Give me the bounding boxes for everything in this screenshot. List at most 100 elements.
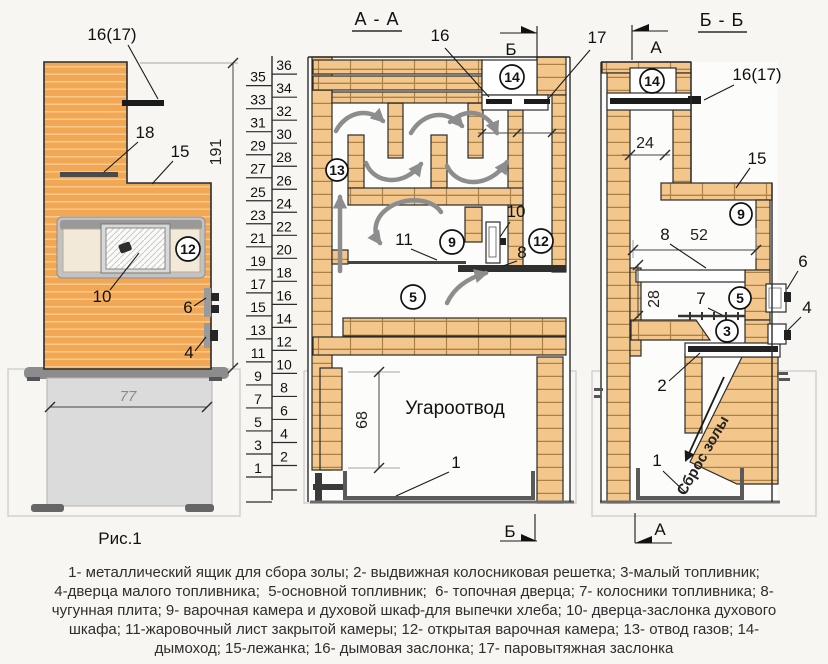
ash-chute-arrow xyxy=(684,376,725,462)
hearth-course xyxy=(312,336,567,356)
badge-label: 9 xyxy=(448,234,456,250)
left-wall xyxy=(606,72,631,504)
callout-17: 17 xyxy=(588,28,607,47)
support-bracket xyxy=(313,484,347,490)
callout-damper: 16(17) xyxy=(732,65,781,84)
ceiling-course xyxy=(312,59,483,75)
course-number: 3 xyxy=(254,437,262,453)
callout-15: 15 xyxy=(171,142,190,161)
chamber-ceiling xyxy=(347,187,524,206)
badge-cook-chamber xyxy=(729,202,753,226)
dim-tick xyxy=(627,244,639,256)
anchor-mark xyxy=(27,377,40,381)
flow-arrow xyxy=(444,269,489,306)
right-wall xyxy=(744,319,771,347)
dim-tick xyxy=(373,366,385,378)
section-mark-arrow xyxy=(521,26,537,33)
small-fire-door xyxy=(767,323,787,345)
anchor-mark xyxy=(209,377,222,381)
badge-label: 5 xyxy=(736,290,744,306)
section-mark-b: Б xyxy=(504,522,515,541)
leader-line xyxy=(707,307,723,316)
leader-line xyxy=(499,221,511,238)
firebox-door-knob xyxy=(211,305,219,313)
course-number: 32 xyxy=(276,103,292,119)
dim-tick xyxy=(44,401,56,413)
fume-outlet-label: Угароотвод xyxy=(405,398,504,419)
badge-label: 14 xyxy=(644,73,660,89)
callout-2: 2 xyxy=(657,376,666,395)
callout-7: 7 xyxy=(696,289,705,308)
leader-line xyxy=(194,336,207,352)
callout-8: 8 xyxy=(660,225,669,244)
dim-tick xyxy=(512,128,522,138)
dim-firebox-height: 28 xyxy=(646,290,663,308)
course-number: 20 xyxy=(276,241,292,257)
course-number: 14 xyxy=(276,310,292,326)
course-number: 16 xyxy=(276,287,292,303)
callout-18: 18 xyxy=(136,123,155,142)
section-bb-title: Б - Б xyxy=(700,10,745,30)
leader-line xyxy=(703,84,735,101)
ash-box xyxy=(343,471,535,500)
callout-8: 8 xyxy=(517,243,526,262)
dim-tick xyxy=(227,362,239,374)
badge-open-chamber xyxy=(175,236,201,262)
support-bracket xyxy=(315,473,322,501)
section-bb: 24 52 28 Сброс золы 14 9 5 3 16(17) 15 8… xyxy=(594,10,812,544)
legend-line: чугунная плита; 9- варочная камера и дух… xyxy=(51,602,777,619)
pier-right xyxy=(536,356,564,504)
hanging-baffle xyxy=(387,102,404,159)
badge-firebox xyxy=(728,286,752,310)
section-mark-a: А xyxy=(650,38,662,57)
dim-tick xyxy=(659,149,671,161)
legend: 1- металлический ящик для сбора золы; 2-… xyxy=(0,563,828,658)
badge-label: 3 xyxy=(723,323,731,339)
section-mark-arrow xyxy=(632,24,649,31)
ash-box xyxy=(636,468,744,500)
course-number: 8 xyxy=(280,379,288,395)
leader-line xyxy=(395,471,450,497)
fire-door-panel xyxy=(768,287,782,309)
leader-line xyxy=(669,243,707,269)
standing-baffle xyxy=(430,134,448,189)
figure-caption: Рис.1 xyxy=(98,529,142,548)
badge-label: 9 xyxy=(737,206,745,222)
smoke-damper-handle xyxy=(122,100,164,106)
leader-line xyxy=(193,297,207,307)
course-number: 26 xyxy=(276,172,292,188)
legend-line: 1- металлический ящик для сбора золы; 2-… xyxy=(68,564,760,581)
dim-tick xyxy=(201,401,213,413)
steam-damper xyxy=(524,99,550,104)
oven-door xyxy=(105,227,166,270)
leader-line xyxy=(668,352,701,382)
course-number: 10 xyxy=(276,356,292,372)
flow-arrow xyxy=(444,159,510,185)
right-wall xyxy=(755,199,771,271)
ceiling-course xyxy=(331,91,483,104)
anchor-mark xyxy=(779,378,790,381)
badge-label: 5 xyxy=(409,289,417,305)
course-number: 7 xyxy=(254,391,262,407)
leader-line xyxy=(787,316,802,331)
callout-16: 16 xyxy=(431,26,450,45)
course-number: 23 xyxy=(250,207,266,223)
course-number: 17 xyxy=(250,276,266,292)
dim-ugar-height: 68 xyxy=(354,411,371,429)
flow-arrow xyxy=(367,198,444,246)
slide-grate xyxy=(688,346,778,352)
dim-tick xyxy=(227,57,239,69)
leader-line xyxy=(151,160,174,185)
course-number: 31 xyxy=(250,115,266,131)
course-number: 30 xyxy=(276,126,292,142)
course-number: 27 xyxy=(250,161,266,177)
oven-door-handle xyxy=(118,241,132,254)
cast-iron-plate xyxy=(635,269,746,283)
badge-open-chamber xyxy=(528,228,554,254)
badge-chimney xyxy=(499,64,525,90)
course-number: 1 xyxy=(254,460,262,476)
callout-11: 11 xyxy=(395,230,413,249)
dim-tick xyxy=(477,128,487,138)
standing-baffle xyxy=(347,134,365,189)
